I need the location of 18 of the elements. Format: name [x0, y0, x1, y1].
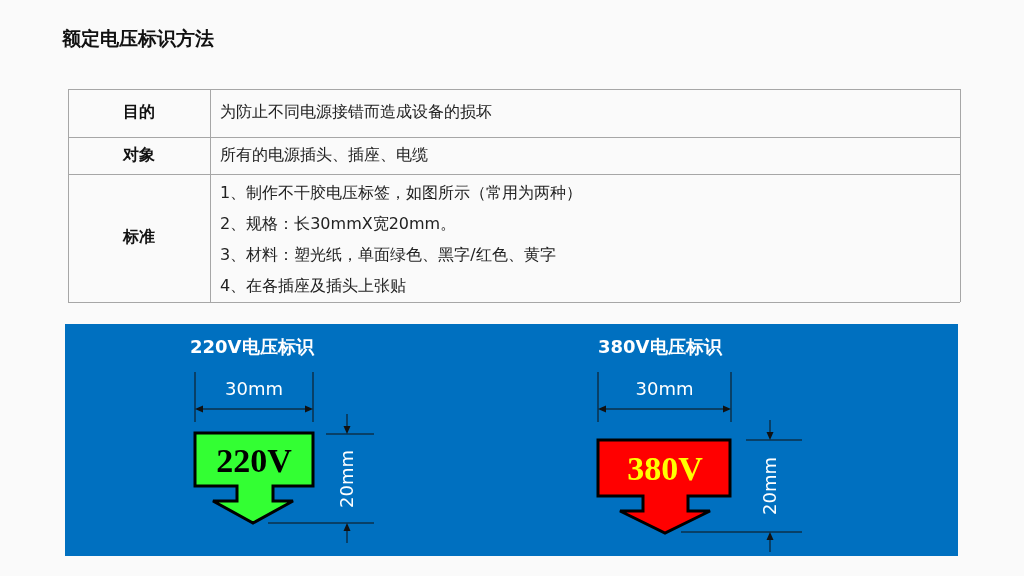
- arrow-sign: 220V: [193, 431, 315, 525]
- dimension-text: 20mm: [758, 456, 781, 516]
- arrow-sign: 380V: [596, 438, 734, 536]
- sign-heading: 380V电压标识: [598, 335, 722, 359]
- row-header: 目的: [122, 102, 156, 123]
- cell-text: 所有的电源插头、插座、电缆: [220, 145, 428, 166]
- row-header: 标准: [121, 227, 156, 248]
- row-header: 对象: [121, 145, 156, 166]
- dimension-text: 30mm: [224, 378, 284, 399]
- sign-heading: 220V电压标识: [190, 335, 314, 359]
- cell-text: 为防止不同电源接错而造成设备的损坏: [220, 102, 492, 123]
- list-item: 1、制作不干胶电压标签，如图所示（常用为两种）: [220, 183, 583, 204]
- list-item: 2、规格：长30mmX宽20mm。: [220, 214, 457, 235]
- list-item: 3、材料：塑光纸，单面绿色、黑字/红色、黄字: [220, 245, 556, 266]
- dimension-text: 30mm: [634, 378, 695, 399]
- title: 额定电压标识方法: [62, 26, 214, 51]
- dimension-text: 20mm: [335, 448, 358, 509]
- list-item: 4、在各插座及插头上张贴: [220, 276, 407, 297]
